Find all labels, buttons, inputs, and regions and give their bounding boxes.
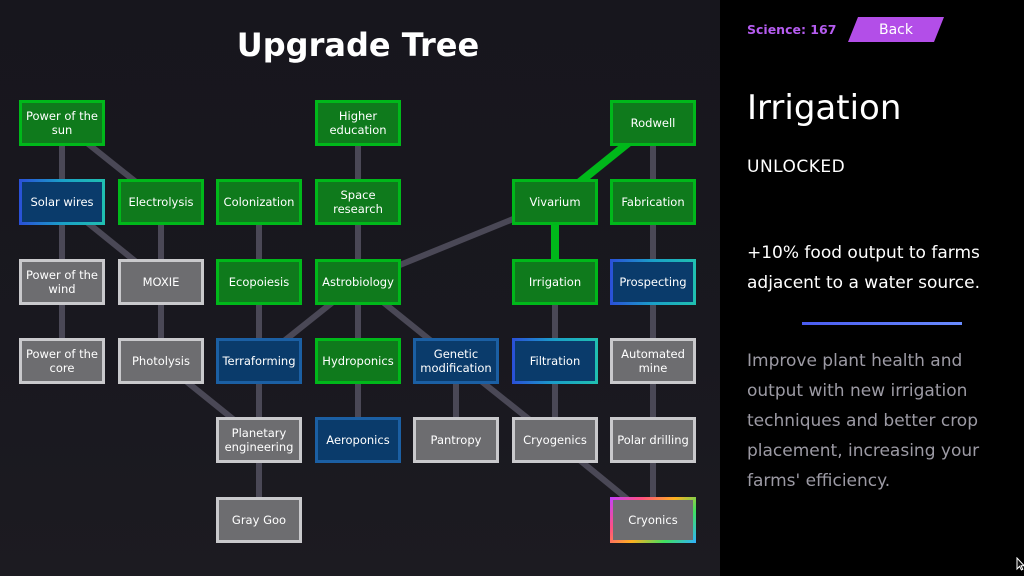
upgrade-node-fabrication[interactable]: Fabrication bbox=[610, 179, 696, 225]
upgrade-node-label: Planetary engineering bbox=[224, 426, 294, 454]
upgrade-node-label: Power of the core bbox=[25, 347, 99, 375]
upgrade-node-label: Ecopoiesis bbox=[228, 275, 290, 289]
upgrade-node-pantropy[interactable]: Pantropy bbox=[413, 417, 499, 463]
page-title: Upgrade Tree bbox=[236, 26, 480, 64]
detail-description: Improve plant health and output with new… bbox=[747, 351, 980, 491]
upgrade-node-power-wind[interactable]: Power of the wind bbox=[19, 259, 105, 305]
upgrade-node-polar-drilling[interactable]: Polar drilling bbox=[610, 417, 696, 463]
upgrade-node-gray-goo[interactable]: Gray Goo bbox=[216, 497, 302, 543]
upgrade-node-cryogenics[interactable]: Cryogenics bbox=[512, 417, 598, 463]
upgrade-node-label: Colonization bbox=[223, 195, 295, 209]
upgrade-node-higher-ed[interactable]: Higher education bbox=[315, 100, 401, 146]
upgrade-node-irrigation[interactable]: Irrigation bbox=[512, 259, 598, 305]
upgrade-node-label: Astrobiology bbox=[322, 275, 394, 289]
upgrade-node-label: Space research bbox=[333, 188, 383, 216]
upgrade-node-label: Automated mine bbox=[621, 347, 685, 375]
detail-panel: Science: 167 Back Irrigation UNLOCKED +1… bbox=[720, 0, 1024, 576]
upgrade-node-astrobiology[interactable]: Astrobiology bbox=[315, 259, 401, 305]
upgrade-node-label: Cryonics bbox=[628, 513, 678, 527]
back-button[interactable]: Back bbox=[848, 17, 944, 42]
upgrade-node-label: Power of the wind bbox=[25, 268, 99, 296]
upgrade-node-label: Genetic modification bbox=[420, 347, 492, 375]
upgrade-node-cryonics[interactable]: Cryonics bbox=[610, 497, 696, 543]
upgrade-node-colonization[interactable]: Colonization bbox=[216, 179, 302, 225]
upgrade-node-label: Fabrication bbox=[621, 195, 685, 209]
science-counter: Science: 167 bbox=[747, 22, 837, 37]
upgrade-node-aeroponics[interactable]: Aeroponics bbox=[315, 417, 401, 463]
upgrade-node-solar-wires[interactable]: Solar wires bbox=[19, 179, 105, 225]
upgrade-node-label: Vivarium bbox=[529, 195, 581, 209]
detail-effect: +10% food output to farms adjacent to a … bbox=[747, 243, 980, 293]
upgrade-node-vivarium[interactable]: Vivarium bbox=[512, 179, 598, 225]
upgrade-node-label: Electrolysis bbox=[128, 195, 194, 209]
upgrade-node-label: Gray Goo bbox=[231, 513, 287, 527]
upgrade-node-label: Irrigation bbox=[528, 275, 582, 289]
upgrade-node-label: MOXIE bbox=[142, 275, 180, 289]
upgrade-node-label: Aeroponics bbox=[326, 433, 390, 447]
upgrade-node-label: Power of the sun bbox=[25, 109, 99, 137]
upgrade-node-planetary-eng[interactable]: Planetary engineering bbox=[216, 417, 302, 463]
upgrade-node-prospecting[interactable]: Prospecting bbox=[610, 259, 696, 305]
upgrade-node-label: Filtration bbox=[529, 354, 581, 368]
upgrade-node-power-sun[interactable]: Power of the sun bbox=[19, 100, 105, 146]
upgrade-node-label: Terraforming bbox=[222, 354, 296, 368]
upgrade-node-power-core[interactable]: Power of the core bbox=[19, 338, 105, 384]
detail-divider bbox=[802, 322, 962, 325]
upgrade-node-ecopoiesis[interactable]: Ecopoiesis bbox=[216, 259, 302, 305]
upgrade-node-label: Prospecting bbox=[619, 275, 687, 289]
upgrade-node-space-research[interactable]: Space research bbox=[315, 179, 401, 225]
upgrade-node-label: Photolysis bbox=[132, 354, 190, 368]
upgrade-node-rodwell[interactable]: Rodwell bbox=[610, 100, 696, 146]
detail-title: Irrigation bbox=[747, 88, 902, 128]
upgrade-node-photolysis[interactable]: Photolysis bbox=[118, 338, 204, 384]
upgrade-node-genetic-mod[interactable]: Genetic modification bbox=[413, 338, 499, 384]
upgrade-node-automated-mine[interactable]: Automated mine bbox=[610, 338, 696, 384]
upgrade-node-hydroponics[interactable]: Hydroponics bbox=[315, 338, 401, 384]
upgrade-node-label: Pantropy bbox=[430, 433, 482, 447]
upgrade-node-filtration[interactable]: Filtration bbox=[512, 338, 598, 384]
upgrade-node-electrolysis[interactable]: Electrolysis bbox=[118, 179, 204, 225]
upgrade-node-label: Solar wires bbox=[30, 195, 94, 209]
upgrade-node-terraforming[interactable]: Terraforming bbox=[216, 338, 302, 384]
upgrade-node-label: Higher education bbox=[329, 109, 387, 137]
upgrade-node-label: Hydroponics bbox=[322, 354, 394, 368]
detail-status: UNLOCKED bbox=[747, 157, 846, 177]
upgrade-node-moxie[interactable]: MOXIE bbox=[118, 259, 204, 305]
upgrade-node-label: Rodwell bbox=[630, 116, 676, 130]
upgrade-node-label: Cryogenics bbox=[523, 433, 587, 447]
mouse-pointer-icon bbox=[1016, 556, 1024, 575]
upgrade-node-label: Polar drilling bbox=[617, 433, 689, 447]
